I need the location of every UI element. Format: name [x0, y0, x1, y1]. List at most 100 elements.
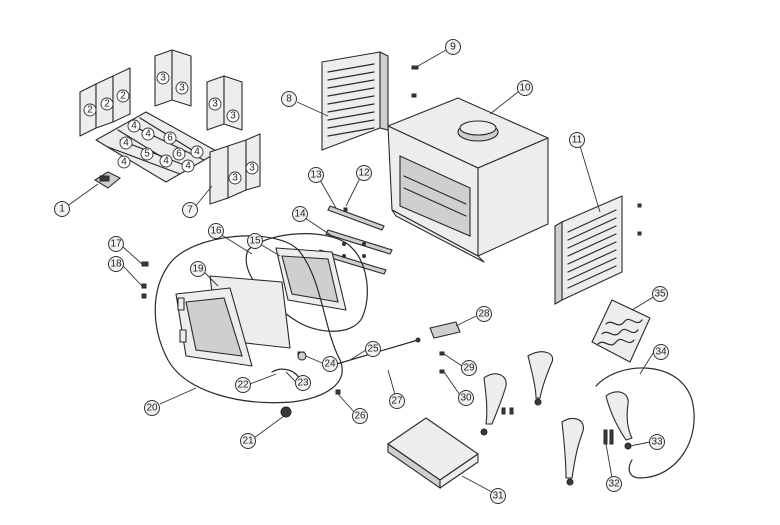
- svg-text:4: 4: [131, 121, 137, 132]
- svg-text:4: 4: [123, 138, 129, 149]
- leader-lines: [65, 49, 656, 493]
- parts-17-18-drawing: [141, 261, 149, 299]
- callout-30: 30: [458, 390, 474, 406]
- svg-text:34: 34: [655, 347, 667, 358]
- svg-text:25: 25: [367, 344, 379, 355]
- callout-31: 31: [490, 488, 506, 504]
- callout-bubbles: 1 7 8 9 10 11 12 13 14 15 16 17 18 19 20…: [54, 39, 669, 504]
- svg-text:23: 23: [297, 378, 309, 389]
- svg-text:32: 32: [608, 479, 620, 490]
- callout-28: 28: [476, 306, 492, 322]
- svg-text:2: 2: [120, 91, 126, 102]
- callout-25: 25: [365, 341, 381, 357]
- brick-label: 4: [127, 119, 141, 133]
- svg-text:3: 3: [232, 173, 238, 184]
- svg-text:3: 3: [249, 163, 255, 174]
- svg-text:11: 11: [572, 135, 583, 146]
- svg-text:18: 18: [110, 259, 122, 270]
- callout-33: 33: [649, 434, 665, 450]
- brick-labels: 2 2 2 3 3 3 3 3 3 4 4 6 4 4 5 4 6 4 4: [83, 71, 259, 185]
- svg-text:31: 31: [492, 491, 504, 502]
- callout-11: 11: [569, 132, 585, 148]
- svg-text:17: 17: [110, 239, 122, 250]
- svg-text:15: 15: [249, 236, 261, 247]
- callout-27: 27: [389, 393, 405, 409]
- callout-8: 8: [281, 91, 297, 107]
- svg-text:27: 27: [391, 396, 403, 407]
- svg-text:13: 13: [310, 170, 322, 181]
- svg-text:4: 4: [185, 161, 191, 172]
- part-11-drawing: [554, 195, 642, 305]
- callout-13: 13: [308, 167, 324, 183]
- part-20-drawing: [154, 235, 343, 404]
- svg-text:19: 19: [192, 264, 204, 275]
- svg-text:12: 12: [358, 168, 370, 179]
- svg-text:8: 8: [286, 94, 292, 105]
- brick-label: 6: [172, 147, 186, 161]
- svg-text:3: 3: [179, 83, 185, 94]
- svg-text:29: 29: [463, 363, 475, 374]
- brick-label: 2: [116, 89, 130, 103]
- legs-drawing: [480, 351, 695, 486]
- callout-26: 26: [352, 408, 368, 424]
- callout-24: 24: [322, 356, 338, 372]
- callout-10: 10: [517, 80, 533, 96]
- svg-text:4: 4: [194, 147, 200, 158]
- part-8-drawing: [321, 51, 389, 151]
- callout-9: 9: [445, 39, 461, 55]
- part-16-drawing: [245, 233, 368, 332]
- svg-text:7: 7: [187, 205, 193, 216]
- part-1-drawing: [93, 171, 121, 189]
- callout-7: 7: [182, 202, 198, 218]
- svg-text:10: 10: [519, 83, 531, 94]
- part-31-ash-pan-drawing: [387, 417, 479, 490]
- callout-23: 23: [295, 375, 311, 391]
- brick-label: 5: [140, 147, 154, 161]
- svg-text:30: 30: [460, 393, 472, 404]
- part-10-stove-body-drawing: [387, 97, 549, 263]
- callout-35: 35: [652, 286, 668, 302]
- svg-text:3: 3: [160, 73, 166, 84]
- svg-text:2: 2: [87, 105, 93, 116]
- callout-17: 17: [108, 236, 124, 252]
- brick-label: 2: [100, 97, 114, 111]
- svg-text:9: 9: [450, 42, 456, 53]
- brick-label: 4: [119, 136, 133, 150]
- brick-label: 3: [175, 81, 189, 95]
- callout-29: 29: [461, 360, 477, 376]
- svg-text:4: 4: [121, 157, 127, 168]
- brick-label: 3: [226, 109, 240, 123]
- svg-text:28: 28: [478, 309, 490, 320]
- parts-28-30-drawing: [429, 321, 461, 374]
- svg-text:1: 1: [59, 204, 65, 215]
- brick-label: 3: [245, 161, 259, 175]
- parts-12-14-drawing: [317, 205, 393, 275]
- brick-label: 4: [117, 155, 131, 169]
- brick-label: 3: [208, 97, 222, 111]
- svg-text:4: 4: [145, 129, 151, 140]
- callout-18: 18: [108, 256, 124, 272]
- callout-1: 1: [54, 201, 70, 217]
- callout-34: 34: [653, 344, 669, 360]
- brick-label: 4: [190, 145, 204, 159]
- callout-22: 22: [235, 377, 251, 393]
- parts-21-27-drawing: [271, 337, 421, 418]
- brick-label: 6: [163, 131, 177, 145]
- callout-16: 16: [208, 223, 224, 239]
- part-35-drawing: [591, 299, 651, 363]
- svg-text:6: 6: [176, 149, 182, 160]
- svg-text:21: 21: [242, 436, 254, 447]
- brick-label: 3: [156, 71, 170, 85]
- svg-text:3: 3: [230, 111, 236, 122]
- svg-text:26: 26: [354, 411, 366, 422]
- svg-text:3: 3: [212, 99, 218, 110]
- brick-label: 2: [83, 103, 97, 117]
- callout-20: 20: [144, 400, 160, 416]
- callout-14: 14: [292, 206, 308, 222]
- svg-text:4: 4: [163, 156, 169, 167]
- svg-text:2: 2: [104, 99, 110, 110]
- brick-label: 4: [181, 159, 195, 173]
- callout-12: 12: [356, 165, 372, 181]
